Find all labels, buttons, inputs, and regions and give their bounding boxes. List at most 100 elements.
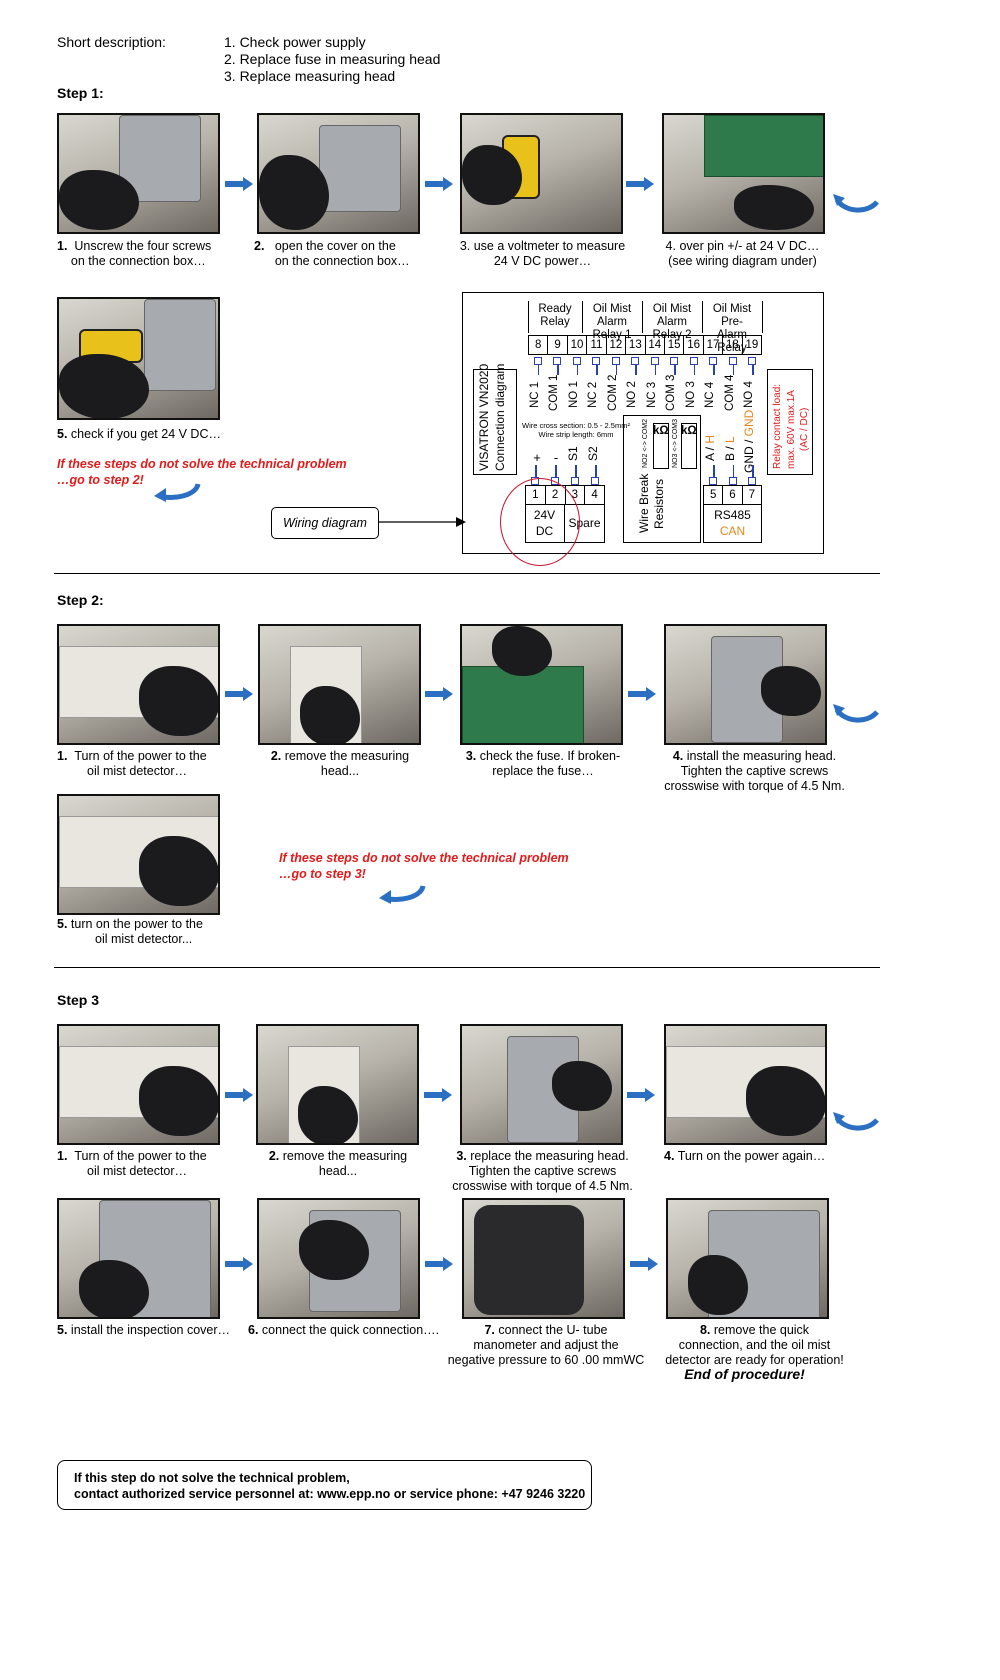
caption-line: Turn of the power to the bbox=[74, 749, 207, 763]
pin-label: COM 2 bbox=[607, 374, 619, 411]
terminal-wire bbox=[732, 465, 735, 477]
caption-number: 3. bbox=[465, 749, 477, 763]
caption-number: 1. bbox=[57, 239, 68, 253]
terminal-pin: 6 bbox=[723, 486, 743, 504]
caption-line: Tighten the captive screws bbox=[468, 1164, 617, 1178]
end-of-procedure: End of procedure! bbox=[684, 1366, 805, 1382]
pin-label-plus: + bbox=[533, 450, 541, 465]
group-label: Relay bbox=[540, 316, 570, 328]
pin-label-a-h: A / H bbox=[703, 435, 717, 461]
terminal-wire bbox=[635, 365, 637, 375]
curved-arrow-icon bbox=[833, 1112, 879, 1131]
terminal-square bbox=[533, 357, 542, 365]
no2-com2-label: NO2 <-> COM2 bbox=[642, 418, 649, 468]
caption-line: connect the quick connection…. bbox=[261, 1323, 440, 1337]
caption-line: crosswise with torque of 4.5 Nm. bbox=[452, 1179, 633, 1193]
caption-line: Turn of the power to the bbox=[74, 1149, 207, 1163]
pin-label: NC 3 bbox=[646, 381, 658, 408]
step1-caption-1: 1. Unscrew the four screws on the connec… bbox=[57, 239, 222, 269]
step3-photo-8 bbox=[666, 1198, 829, 1319]
pin-label: NC 1 bbox=[529, 381, 541, 408]
arrow-right-icon bbox=[425, 687, 453, 701]
arrow-right-icon bbox=[425, 177, 453, 191]
group-label: Ready bbox=[538, 303, 572, 315]
terminal-wire bbox=[576, 365, 578, 375]
caption-line: check the fuse. If broken- bbox=[479, 749, 621, 763]
caption-number: 6. bbox=[248, 1323, 259, 1337]
step3-caption-7: 7. connect the U- tube manometer and adj… bbox=[440, 1323, 652, 1368]
terminal-pin: 13 bbox=[626, 336, 646, 354]
terminal-wire bbox=[557, 365, 559, 375]
step2-photo-2 bbox=[258, 624, 421, 745]
terminal-pin: 9 bbox=[548, 336, 568, 354]
caption-line: oil mist detector… bbox=[87, 764, 188, 778]
caption-line: install the measuring head. bbox=[686, 749, 837, 763]
no3-com3-label: NO3 <-> COM3 bbox=[672, 418, 679, 468]
separator-2 bbox=[54, 967, 880, 968]
caption-number: 1. bbox=[57, 1149, 68, 1163]
terminal-square bbox=[728, 477, 737, 485]
caption-line: connection, and the oil mist bbox=[678, 1338, 831, 1352]
group-label: Oil Mist Alarm bbox=[592, 303, 632, 328]
wire-strip-length: Wire strip length: 6mm bbox=[538, 430, 614, 439]
resistor-2 bbox=[681, 423, 697, 469]
arrow-right-icon bbox=[626, 177, 654, 191]
relay-load-box bbox=[767, 369, 813, 475]
step1-photo-5 bbox=[57, 297, 220, 420]
caption-line: 3. use a voltmeter to measure bbox=[459, 239, 626, 253]
terminal-wire bbox=[713, 465, 715, 477]
terminal-wire bbox=[575, 465, 577, 477]
arrow-right-icon bbox=[630, 1257, 658, 1271]
pin-label: COM 4 bbox=[724, 374, 736, 411]
terminal-pin: 16 bbox=[684, 336, 704, 354]
terminal-square bbox=[728, 357, 737, 365]
caption-line: connect the U- tube bbox=[498, 1323, 608, 1337]
step3-caption-5: 5. install the inspection cover… bbox=[57, 1323, 257, 1338]
caption-number: 5. bbox=[57, 427, 68, 441]
step1-caption-5: 5. check if you get 24 V DC… bbox=[57, 427, 257, 442]
label-part: GND bbox=[742, 409, 756, 437]
arrow-right-icon bbox=[627, 1088, 655, 1102]
step3-photo-3 bbox=[460, 1024, 623, 1145]
pin-label-gnd: GND / GND bbox=[742, 409, 756, 473]
terminal-wire bbox=[693, 365, 695, 375]
pin-label-s2: S2 bbox=[586, 446, 600, 461]
step3-caption-1: 1. Turn of the power to the oil mist det… bbox=[57, 1149, 222, 1179]
step1-photo-2 bbox=[257, 113, 420, 234]
caption-line: open the cover on the bbox=[274, 239, 396, 253]
caption-line: 24 V DC power… bbox=[493, 254, 592, 268]
terminal-pin: 14 bbox=[646, 336, 665, 354]
wire-break-label-1: Wire Break bbox=[637, 473, 651, 533]
step2-photo-1 bbox=[57, 624, 220, 745]
pin-label: COM 3 bbox=[665, 374, 677, 411]
arrow-right-icon bbox=[225, 1257, 253, 1271]
step1-photo-3 bbox=[460, 113, 623, 234]
caption-number: 2. bbox=[270, 749, 282, 763]
terminal-square bbox=[748, 477, 757, 485]
caption-line: (see wiring diagram under) bbox=[668, 254, 817, 268]
wire-break-resistors-box bbox=[623, 415, 701, 543]
step2-caption-2: 2. remove the measuring head... bbox=[260, 749, 420, 779]
pin-label: NO 2 bbox=[626, 381, 638, 408]
terminal-pin: 15 bbox=[665, 336, 685, 354]
pointer-arrow-icon bbox=[378, 517, 466, 527]
note-line: …go to step 2! bbox=[57, 473, 144, 487]
caption-line: check if you get 24 V DC… bbox=[70, 427, 221, 441]
step3-photo-1 bbox=[57, 1024, 220, 1145]
step3-photo-6 bbox=[257, 1198, 420, 1319]
footer-box: If this step do not solve the technical … bbox=[57, 1460, 592, 1510]
terminal-square bbox=[748, 357, 756, 365]
wiring-label-text: Wiring diagram bbox=[283, 516, 367, 530]
short-description-item-1: 1. Check power supply bbox=[224, 34, 366, 50]
terminal-pin: 17 bbox=[704, 336, 724, 354]
wire-break-label-2: Resistors bbox=[652, 478, 666, 529]
terminal-pin: 8 bbox=[529, 336, 549, 354]
caption-line: detector are ready for operation! bbox=[665, 1353, 844, 1367]
wiring-diagram-label: Wiring diagram bbox=[271, 507, 379, 539]
caption-line: negative pressure to 60 .00 mmWC bbox=[447, 1353, 645, 1367]
caption-line: replace the measuring head. bbox=[470, 1149, 629, 1163]
short-description-label: Short description: bbox=[57, 34, 166, 50]
terminal-pin: 4 bbox=[591, 489, 598, 501]
step3-caption-2: 2. remove the measuring head... bbox=[258, 1149, 418, 1179]
step2-title: Step 2: bbox=[57, 592, 104, 608]
